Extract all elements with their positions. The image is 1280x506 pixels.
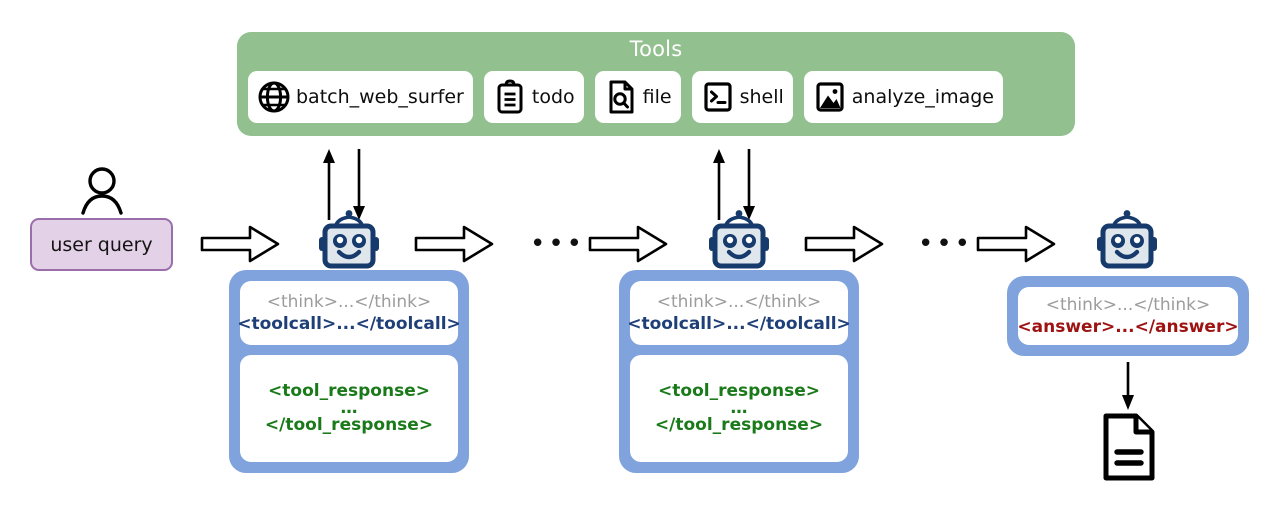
tool-chip-todo[interactable]: todo bbox=[483, 71, 584, 123]
right-arrow-icon bbox=[588, 224, 668, 264]
tool-exchange-arrows-2 bbox=[704, 146, 766, 224]
up-arrow-icon bbox=[323, 149, 335, 220]
tool-label: batch_web_surfer bbox=[296, 86, 464, 108]
flow-ellipsis: ••• bbox=[530, 229, 586, 259]
tool-label: todo bbox=[531, 86, 575, 108]
image-icon bbox=[812, 78, 848, 116]
down-arrow-icon bbox=[1115, 362, 1141, 412]
toolcall-line: <toolcall>...</toolcall> bbox=[627, 314, 851, 334]
right-arrow-icon bbox=[804, 224, 884, 264]
tool-chip-analyze-image[interactable]: analyze_image bbox=[803, 71, 1003, 123]
document-icon bbox=[1097, 412, 1159, 482]
right-arrow-icon bbox=[414, 224, 494, 264]
think-line: <think>...</think> bbox=[1045, 294, 1211, 315]
tool-chip-file[interactable]: file bbox=[594, 71, 681, 123]
right-arrow-icon bbox=[200, 224, 280, 264]
tool-label: analyze_image bbox=[851, 86, 994, 108]
tools-list: batch_web_surfer todo bbox=[248, 71, 1003, 123]
tool-response-close: </tool_response> bbox=[264, 415, 434, 436]
tool-chip-shell[interactable]: shell bbox=[691, 71, 793, 123]
file-search-icon bbox=[603, 78, 639, 116]
person-icon bbox=[76, 166, 128, 216]
agent-output-card-1: <think>...</think> <toolcall>...</toolca… bbox=[237, 281, 461, 345]
user-query-box[interactable]: user query bbox=[30, 218, 173, 271]
robot-icon bbox=[311, 209, 387, 271]
tool-chip-batch-web-surfer[interactable]: batch_web_surfer bbox=[248, 71, 473, 123]
think-line: <think>...</think> bbox=[266, 291, 432, 312]
tools-panel: Tools batch_web_surfer bbox=[237, 32, 1075, 136]
agent-step-panel-2: <think>...</think> <toolcall>...</toolca… bbox=[619, 270, 859, 473]
tool-response-card-1: <tool_response> … </tool_response> bbox=[240, 355, 458, 462]
agent-step-panel-3: <think>...</think> <answer>...</answer> bbox=[1007, 276, 1249, 356]
clipboard-icon bbox=[492, 78, 528, 116]
tool-label: file bbox=[642, 86, 672, 108]
robot-icon bbox=[701, 209, 777, 271]
tool-exchange-arrows-1 bbox=[314, 146, 376, 224]
tool-response-dots: … bbox=[730, 397, 748, 418]
tool-response-close: </tool_response> bbox=[654, 415, 824, 436]
globe-icon bbox=[256, 78, 292, 116]
robot-icon bbox=[1089, 209, 1165, 271]
agent-answer-card: <think>...</think> <answer>...</answer> bbox=[1017, 287, 1239, 345]
agent-output-card-2: <think>...</think> <toolcall>...</toolca… bbox=[627, 281, 851, 345]
agent-step-panel-1: <think>...</think> <toolcall>...</toolca… bbox=[229, 270, 469, 473]
down-arrow-icon bbox=[353, 149, 365, 220]
tool-response-dots: … bbox=[340, 397, 358, 418]
toolcall-line: <toolcall>...</toolcall> bbox=[237, 314, 461, 334]
tool-response-card-2: <tool_response> … </tool_response> bbox=[630, 355, 848, 462]
tool-response-open: <tool_response> bbox=[268, 381, 430, 402]
tools-panel-title: Tools bbox=[629, 37, 683, 61]
down-arrow-icon bbox=[743, 149, 755, 220]
up-arrow-icon bbox=[713, 149, 725, 220]
think-line: <think>...</think> bbox=[656, 291, 822, 312]
right-arrow-icon bbox=[976, 224, 1056, 264]
user-query-label: user query bbox=[50, 233, 153, 256]
tool-response-open: <tool_response> bbox=[658, 381, 820, 402]
terminal-icon bbox=[700, 78, 736, 116]
answer-line: <answer>...</answer> bbox=[1017, 317, 1239, 337]
flow-ellipsis: ••• bbox=[918, 229, 974, 259]
tool-label: shell bbox=[739, 86, 784, 108]
